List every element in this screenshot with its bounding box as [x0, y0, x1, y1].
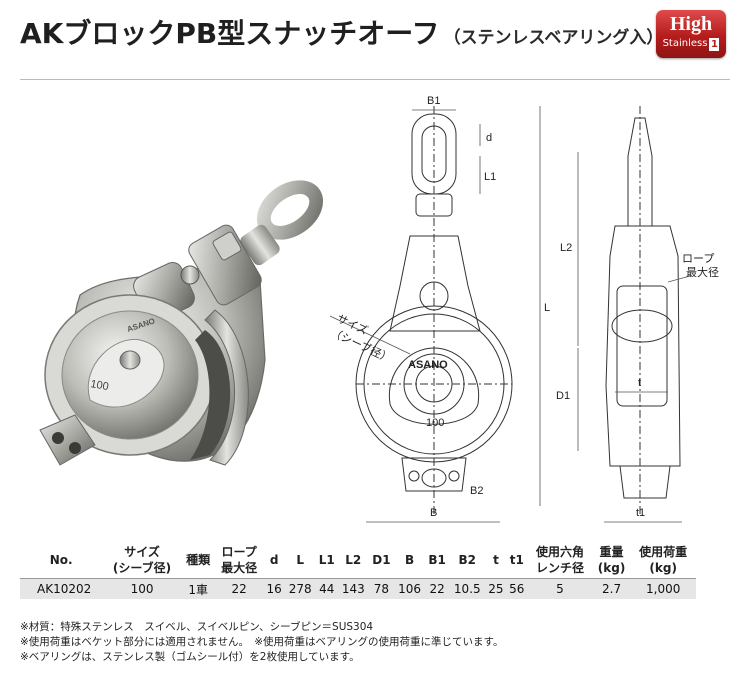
note-load: ※使用荷重はベケット部分には適用されません。 ※使用荷重はベアリングの使用荷重に… — [20, 636, 504, 648]
cell-b2: 10.5 — [449, 578, 486, 599]
spec-table-header-row: No. サイズ(シーブ径) 種類 ロープ最大径 d L L1 L2 D1 B B… — [20, 542, 696, 579]
cell-l2: 143 — [337, 578, 369, 599]
header-d1: D1 — [368, 542, 394, 579]
header-divider — [20, 79, 730, 80]
rope-groove — [190, 330, 231, 460]
header-d: d — [263, 542, 285, 579]
header-b: B — [393, 542, 426, 579]
header-l: L — [284, 542, 316, 579]
title-subtitle: （ステンレスベアリング入） — [443, 28, 664, 48]
cell-l: 278 — [284, 578, 316, 599]
header-l1: L1 — [315, 542, 338, 579]
label-l1: L1 — [484, 171, 496, 183]
header-weight: 重量(kg) — [592, 542, 631, 579]
side-view — [605, 106, 681, 516]
note-material: ※材質：特殊ステンレス スイベル、スイベルピン、シーブピン＝SUS304 — [20, 621, 374, 633]
sheave: 100 ASANO — [44, 294, 216, 456]
front-swivel-eye — [411, 106, 457, 516]
note-bearing: ※ベアリングは、ステンレス製（ゴムシール付）を2枚使用しています。 — [20, 651, 360, 663]
label-d1: D1 — [556, 390, 570, 402]
cell-t: 25 — [485, 578, 507, 599]
right-plate — [204, 309, 249, 466]
badge-bottom: Stainless 1 — [656, 37, 726, 51]
cell-t1: 56 — [506, 578, 528, 599]
table-row: AK10202 100 1車 22 16 278 44 143 78 106 2… — [20, 578, 696, 599]
technical-drawing: B1 d L1 L L2 サイズ （シーブ径） ロープ 最大径 ASANO 10… — [330, 95, 719, 523]
label-d: d — [486, 132, 492, 144]
header-t1: t1 — [506, 542, 528, 579]
header-size: サイズ(シーブ径) — [102, 542, 182, 579]
spec-table: No. サイズ(シーブ径) 種類 ロープ最大径 d L L1 L2 D1 B B… — [20, 542, 696, 599]
gate-hinge — [133, 224, 262, 322]
badge-number: 1 — [709, 37, 720, 51]
label-t1: t1 — [636, 507, 645, 519]
cell-load: 1,000 — [630, 578, 696, 599]
header-load: 使用荷重(kg) — [630, 542, 696, 579]
label-t: t — [638, 377, 641, 389]
label-b: B — [430, 507, 437, 519]
header-no: No. — [20, 542, 103, 579]
header-l2: L2 — [337, 542, 369, 579]
header-wrench: 使用六角レンチ径 — [527, 542, 593, 579]
label-rope-line2: 最大径 — [686, 265, 719, 279]
cell-b: 106 — [393, 578, 426, 599]
badge-high-text: High — [669, 13, 713, 35]
high-stainless-badge: High Stainless 1 — [656, 10, 726, 58]
cell-wrench: 5 — [527, 578, 593, 599]
title-main: AKブロックPB型スナッチオーフ — [20, 17, 440, 50]
cell-no: AK10202 — [20, 578, 103, 599]
cell-l1: 44 — [315, 578, 338, 599]
swivel-eye — [240, 180, 324, 266]
header-type: 種類 — [181, 542, 215, 579]
label-brand: ASANO — [408, 359, 448, 371]
drawing-labels: B1 d L1 L L2 サイズ （シーブ径） ロープ 最大径 ASANO 10… — [330, 95, 719, 519]
label-b1: B1 — [427, 95, 440, 107]
cell-b1: 22 — [425, 578, 450, 599]
header-b2: B2 — [449, 542, 486, 579]
cell-d: 16 — [263, 578, 285, 599]
front-body — [355, 235, 513, 492]
cell-weight: 2.7 — [592, 578, 631, 599]
sheave-number: 100 — [89, 378, 109, 393]
header-rope: ロープ最大径 — [214, 542, 264, 579]
dimension-lines — [330, 106, 691, 523]
header-b1: B1 — [425, 542, 450, 579]
badge-stainless-text: Stainless — [662, 38, 708, 49]
cell-type: 1車 — [181, 578, 215, 599]
becket — [39, 414, 96, 466]
product-photo: 100 ASANO — [39, 180, 324, 466]
label-l: L — [544, 302, 550, 314]
label-l2: L2 — [560, 242, 572, 254]
cell-rope: 22 — [214, 578, 264, 599]
page-title: AKブロックPB型スナッチオーフ （ステンレスベアリング入） — [20, 12, 663, 60]
cell-size: 100 — [102, 578, 182, 599]
notes: ※材質：特殊ステンレス スイベル、スイベルピン、シーブピン＝SUS304 ※使用… — [20, 620, 503, 665]
cell-d1: 78 — [368, 578, 394, 599]
header-t: t — [485, 542, 507, 579]
label-sheave: 100 — [426, 417, 444, 429]
label-b2: B2 — [470, 485, 483, 497]
label-rope-line1: ロープ — [682, 252, 714, 265]
